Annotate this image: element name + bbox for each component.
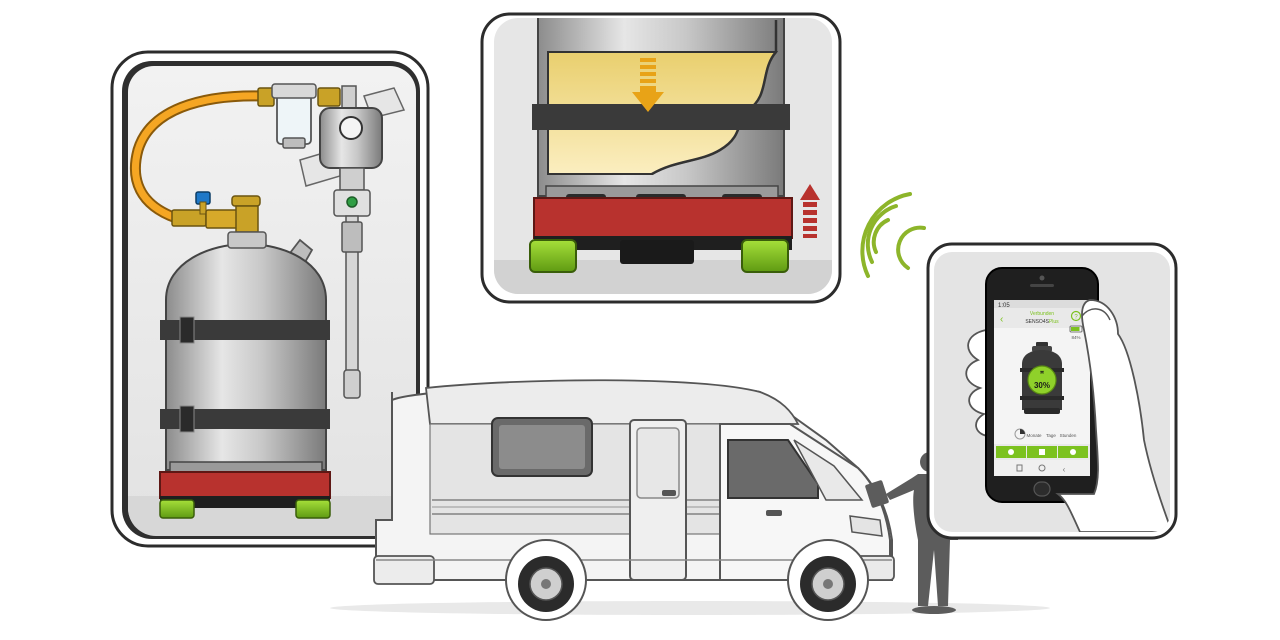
cab-window: [727, 439, 819, 499]
headlight: [849, 515, 883, 537]
person-shoes: [912, 606, 956, 614]
motorhome: [373, 379, 895, 621]
door-window: [636, 427, 680, 499]
filter-bowl-base: [282, 137, 306, 149]
app-header: [994, 308, 1090, 328]
unit-months: Monate: [1026, 433, 1042, 438]
back-chevron-icon[interactable]: ‹: [1000, 314, 1003, 325]
platform-foot-right: [295, 499, 331, 519]
closeup-strap: [532, 104, 790, 130]
hand-right: [1055, 299, 1170, 532]
device-name-main: SENSO4S: [1025, 319, 1049, 325]
nav-menu-icon[interactable]: [1016, 464, 1023, 472]
regulator-outlet: [339, 167, 365, 191]
level-down-arrow-icon: [632, 58, 664, 112]
filter-cap: [271, 83, 317, 99]
gas-compartment-panel: [110, 50, 430, 548]
front-wheel-hub: [823, 579, 833, 589]
cylinder-valve-stem: [199, 201, 207, 215]
tab-icon-doc: [1039, 449, 1045, 455]
smartphone-app-panel: 1:05 ‹ Verbunden SENSO4SPlus ? 84% ꟸ: [926, 242, 1178, 540]
weight-up-arrow-icon: [800, 184, 820, 238]
ground-shadow: [330, 601, 1050, 615]
fill-level-circle: [1027, 365, 1057, 395]
regulator-status-light: [346, 196, 358, 208]
cylinder-valve-neck: [235, 205, 259, 233]
closeup-weighing-platform: [533, 197, 793, 239]
wifi-signal-icon: [860, 192, 926, 278]
logo-mark: ꟸ: [1040, 370, 1044, 378]
brass-connector: [317, 87, 341, 107]
strap-buckle-lower: [179, 405, 195, 433]
battery-percent: 84%: [1071, 335, 1080, 340]
fill-level-closeup-panel: [480, 12, 842, 304]
outlet-pipe-end: [343, 369, 361, 399]
android-nav-bar: [994, 460, 1090, 476]
help-icon-glyph: ?: [1074, 315, 1078, 321]
battery-fill: [1071, 327, 1080, 331]
remaining-time-dial-fill: [1020, 429, 1025, 434]
rear-bumper: [373, 555, 435, 585]
cylinder-strap-lower: [160, 409, 330, 429]
platform-base: [160, 496, 330, 508]
tab-icon-bottle: [1008, 449, 1014, 455]
unit-hours: Stunden: [1060, 433, 1077, 438]
motorhome-alcove: [425, 379, 800, 425]
gas-hose-fill: [131, 92, 269, 222]
platform-foot-left: [159, 499, 195, 519]
cylinder-collar: [227, 231, 267, 249]
phone-home-button: [1033, 481, 1051, 497]
regulator-gauge: [339, 116, 363, 140]
closeup-platform-center: [620, 240, 694, 264]
status-bar: [994, 300, 1090, 308]
side-window-glass: [499, 425, 585, 469]
cylinder-strap-upper: [160, 320, 330, 340]
nav-back-icon[interactable]: ‹: [1063, 465, 1066, 474]
phone-camera: [1039, 275, 1045, 281]
cab-door-handle: [766, 510, 782, 516]
gas-cylinder: [165, 242, 327, 471]
battery-icon: [1069, 325, 1083, 333]
tab-icon-settings: [1070, 449, 1076, 455]
unit-days: Tage: [1046, 433, 1056, 438]
help-icon[interactable]: [1070, 310, 1082, 322]
rear-wheel-hub: [541, 579, 551, 589]
phone-speaker: [1030, 284, 1054, 287]
person-phone: [865, 480, 889, 508]
cylinder-handwheel: [231, 195, 261, 207]
closeup-foot-left: [529, 239, 577, 273]
nav-home-icon[interactable]: [1038, 464, 1046, 472]
fill-level-percent: 30%: [1034, 381, 1050, 390]
weighing-platform: [159, 471, 331, 499]
windshield: [793, 439, 864, 501]
outlet-pipe-fitting: [341, 221, 363, 253]
strap-buckle-upper: [179, 316, 195, 344]
thumb: [1081, 308, 1111, 321]
device-name: SENSO4SPlus: [1025, 319, 1059, 325]
connection-status: Verbunden: [1030, 311, 1054, 317]
status-time: 1:05: [998, 303, 1010, 309]
device-name-suffix: Plus: [1049, 319, 1059, 325]
door-handle: [662, 490, 676, 496]
closeup-foot-right: [741, 239, 789, 273]
